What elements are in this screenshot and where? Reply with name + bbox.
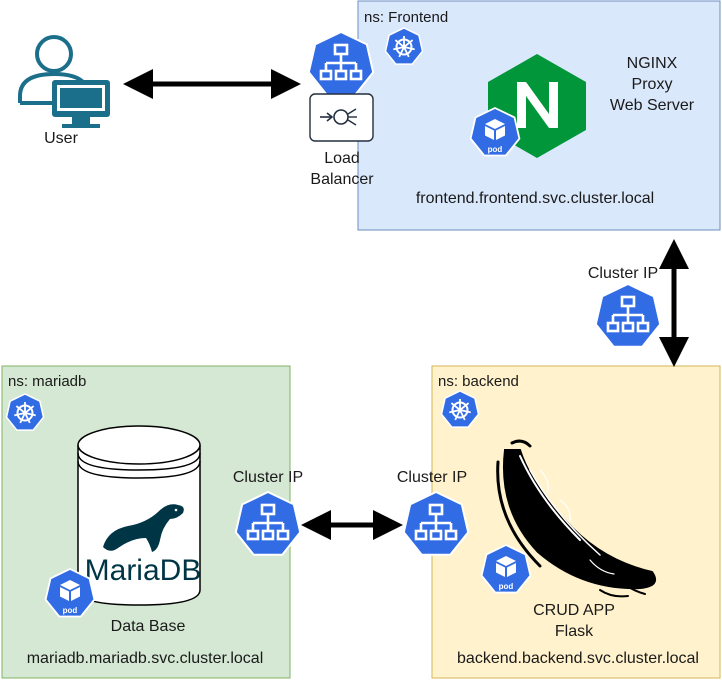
flask-label-line2: Flask bbox=[555, 623, 594, 640]
database-label: Data Base bbox=[111, 618, 186, 635]
frontend-backend-clusterip-label: Cluster IP bbox=[588, 265, 658, 282]
nginx-label-line2: Proxy bbox=[632, 76, 673, 93]
flask-horn-logo-icon bbox=[496, 439, 656, 598]
backend-namespace-title: ns: backend bbox=[438, 373, 519, 390]
nginx-label-line3: Web Server bbox=[610, 97, 695, 114]
user-label: User bbox=[44, 130, 78, 147]
frontend-backend-clusterip-icon bbox=[594, 282, 662, 349]
mariadb-seal-logo-icon bbox=[103, 504, 184, 552]
backend-clusterip-label: Cluster IP bbox=[397, 469, 467, 486]
mariadb-namespace-title: ns: mariadb bbox=[8, 373, 86, 390]
load-balancer-label-line1: Load bbox=[324, 150, 360, 167]
mariadb-clusterip-label: Cluster IP bbox=[233, 469, 303, 486]
backend-dns-label: backend.backend.svc.cluster.local bbox=[457, 650, 699, 667]
backend-namespace-box bbox=[431, 365, 721, 679]
mariadb-brand-text: MariaDB bbox=[85, 554, 202, 587]
load-balancer-label-line2: Balancer bbox=[310, 171, 374, 188]
mariadb-dns-label: mariadb.mariadb.svc.cluster.local bbox=[27, 650, 264, 667]
load-balancer-icon bbox=[309, 93, 374, 142]
frontend-pod-label: pod bbox=[488, 145, 503, 154]
nginx-label-line1: NGINX bbox=[627, 55, 678, 72]
flask-label-line1: CRUD APP bbox=[533, 602, 615, 619]
frontend-namespace-title: ns: Frontend bbox=[364, 9, 448, 26]
mariadb-pod-label: pod bbox=[63, 606, 78, 615]
frontend-dns-label: frontend.frontend.svc.cluster.local bbox=[416, 190, 654, 207]
user-icon bbox=[18, 35, 110, 128]
backend-pod-label: pod bbox=[499, 582, 514, 591]
